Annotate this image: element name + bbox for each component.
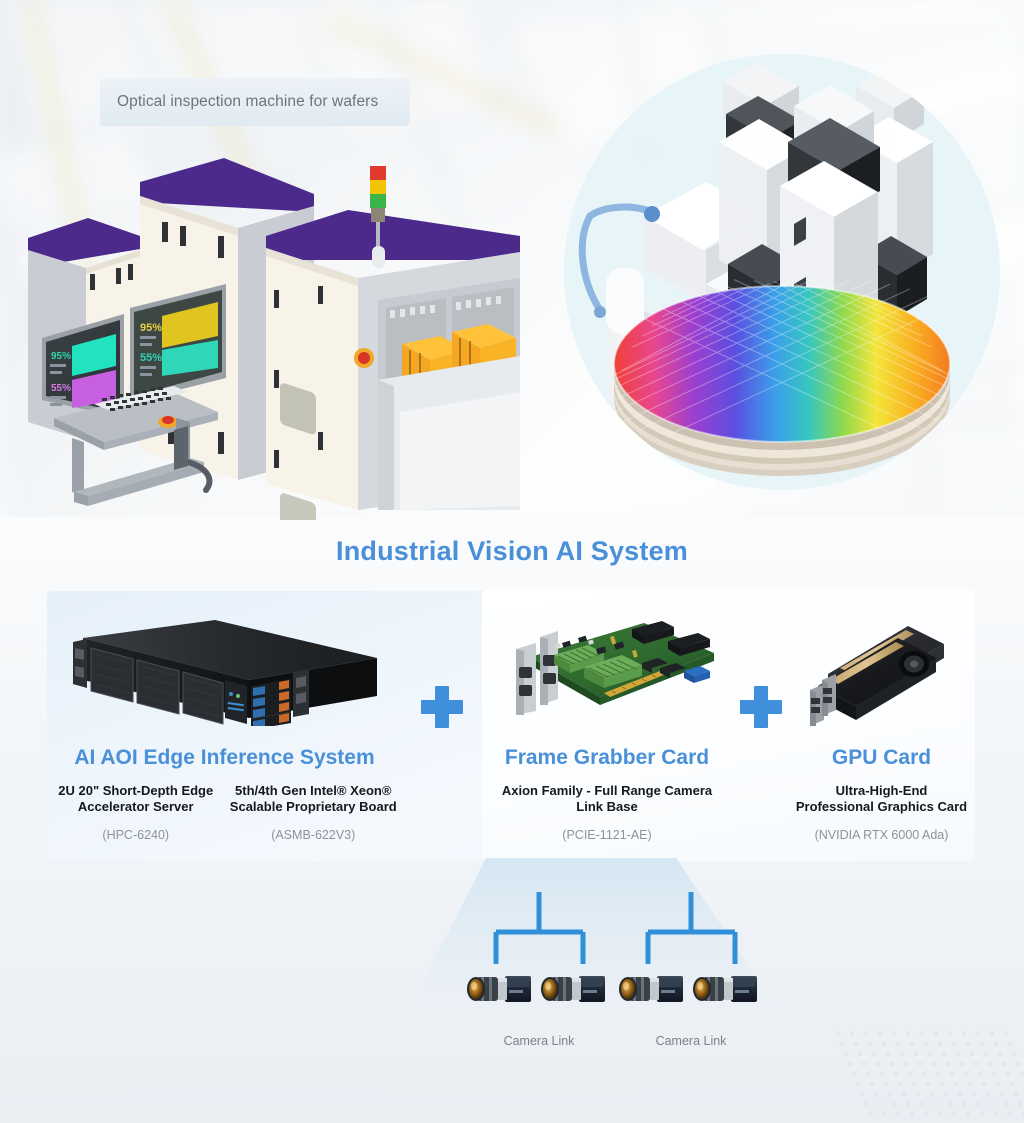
operator-desk: 95% 55% 95% 55% — [42, 284, 226, 506]
product-item-hpc6240: 2U 20" Short-Depth Edge Accelerator Serv… — [47, 783, 225, 842]
product-item-asmb622v3: 5th/4th Gen Intel® Xeon® Scalable Propri… — [225, 783, 403, 842]
monitor-left: 95% 55% — [42, 314, 124, 432]
separator-plus-1 — [402, 591, 482, 861]
product-group-edge-inference: AI AOI Edge Inference System 2U 20" Shor… — [47, 591, 402, 861]
product-part-number: (HPC-6240) — [102, 828, 170, 842]
monitor-right-top-value: 95% — [140, 322, 162, 334]
inspection-machine-illustration: 95% 55% 95% 55% — [28, 150, 538, 520]
camera-link-tree — [493, 892, 738, 964]
plus-icon — [740, 686, 782, 728]
monitor-right-bottom-value: 55% — [140, 352, 162, 364]
camera-link-device-4 — [689, 968, 761, 1012]
product-item-pcie1121ae: Axion Family - Full Range Camera Link Ba… — [482, 783, 732, 842]
group-heading-frame-grabber: Frame Grabber Card — [504, 746, 710, 769]
pcie-card-image — [482, 605, 732, 735]
caption-text: Optical inspection machine for wafers — [117, 93, 379, 110]
product-panel-inner-card — [482, 589, 975, 861]
caption-pill: Optical inspection machine for wafers — [100, 78, 410, 126]
product-title: Ultra-High-End Professional Graphics Car… — [795, 783, 968, 814]
camera-link-device-2 — [537, 968, 609, 1012]
product-part-number: (PCIE-1121-AE) — [562, 828, 652, 842]
separator-plus-2 — [732, 591, 790, 861]
product-item-rtx6000ada: Ultra-High-End Professional Graphics Car… — [790, 783, 973, 842]
page-title: Industrial Vision AI System — [336, 536, 688, 566]
camera-row — [0, 968, 1024, 1020]
product-title: 5th/4th Gen Intel® Xeon® Scalable Propri… — [229, 783, 397, 814]
cabinet-right — [266, 210, 520, 520]
camera-link-label-1: Camera Link — [503, 1034, 575, 1048]
product-part-number: (ASMB-622V3) — [271, 828, 356, 842]
monitor-right: 95% 55% — [130, 284, 226, 402]
product-title: Axion Family - Full Range Camera Link Ba… — [501, 783, 713, 814]
perforated-panel — [835, 1031, 1024, 1117]
camera-link-device-1 — [463, 968, 535, 1012]
rack-server-image — [47, 605, 402, 735]
camera-link-label-2: Camera Link — [655, 1034, 727, 1048]
monitor-left-top-value: 95% — [51, 351, 71, 362]
camera-link-device-3 — [615, 968, 687, 1012]
product-part-number: (NVIDIA RTX 6000 Ada) — [814, 828, 949, 842]
wafer-stack — [613, 279, 951, 476]
wafer-inspection-illustration — [556, 46, 1008, 498]
product-group-frame-grabber: Frame Grabber Card Axion Family - Full R… — [482, 591, 732, 861]
product-panel: AI AOI Edge Inference System 2U 20" Shor… — [47, 589, 975, 861]
gpu-card-image — [790, 605, 973, 735]
wafer-disc — [614, 286, 950, 442]
product-title: 2U 20" Short-Depth Edge Accelerator Serv… — [58, 783, 214, 814]
signal-tower — [370, 166, 386, 268]
group-heading-gpu: GPU Card — [831, 746, 932, 769]
group-heading-edge-inference: AI AOI Edge Inference System — [74, 746, 375, 769]
plus-icon — [421, 686, 463, 728]
monitor-left-bottom-value: 55% — [51, 383, 71, 394]
product-group-gpu: GPU Card Ultra-High-End Professional Gra… — [790, 591, 973, 861]
